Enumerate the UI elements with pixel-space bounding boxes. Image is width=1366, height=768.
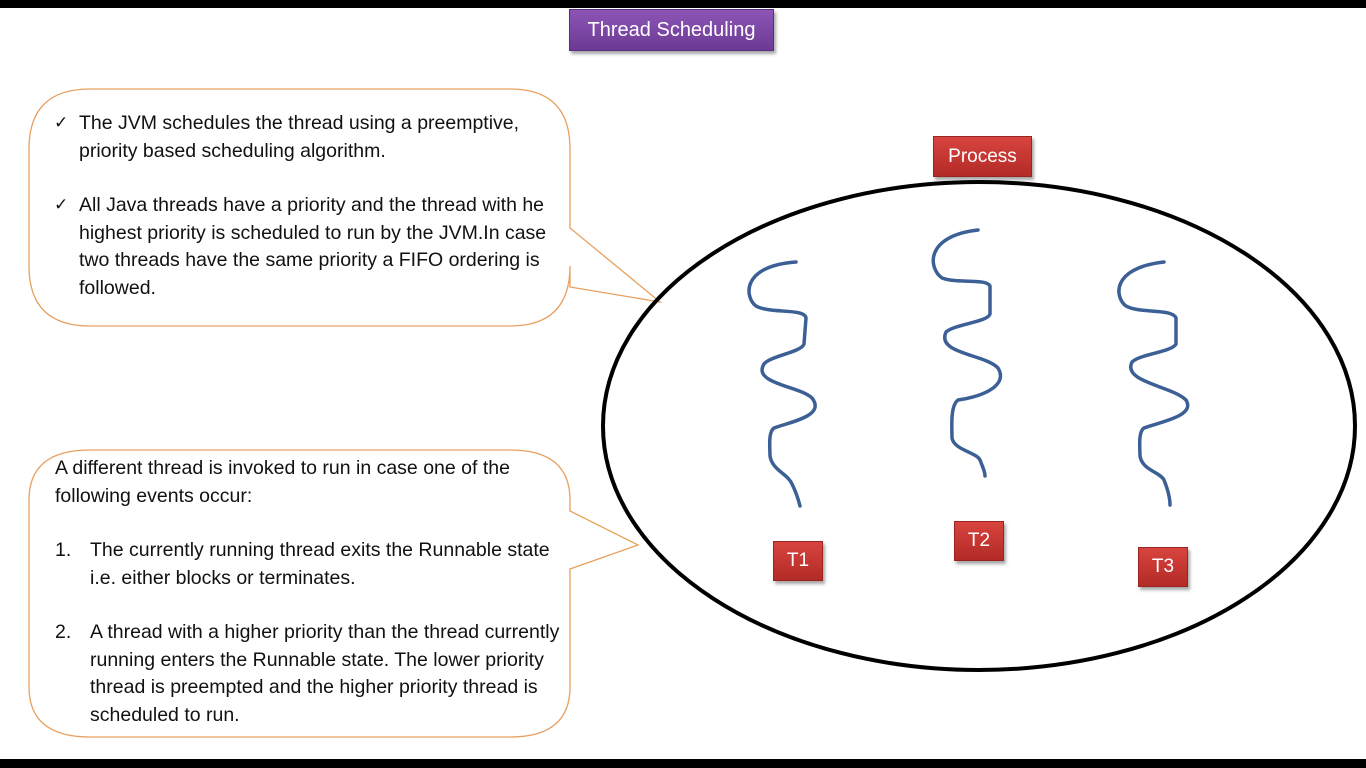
checkmark-icon: ✓ (54, 195, 69, 215)
list-number: 1. (55, 539, 72, 561)
thread-2-squiggle (931, 228, 1003, 478)
process-ellipse (601, 180, 1357, 672)
bullet-text: All Java threads have a priority and the… (79, 194, 547, 299)
list-text: A thread with a higher priority than the… (90, 621, 560, 726)
thread-1-squiggle (747, 260, 817, 508)
checkmark-icon: ✓ (54, 113, 69, 133)
bullet-item: ✓ All Java threads have a priority and t… (54, 192, 564, 302)
slide-title: Thread Scheduling (569, 9, 774, 51)
callout-top-text: ✓ The JVM schedules the thread using a p… (54, 110, 564, 329)
callout-bottom-text: A different thread is invoked to run in … (55, 455, 565, 756)
thread-3-squiggle (1117, 260, 1190, 507)
process-label: Process (933, 136, 1032, 177)
list-text: The currently running thread exits the R… (90, 539, 550, 589)
list-number: 2. (55, 621, 72, 643)
slide: Thread Scheduling Process T1 T2 T3 ✓ The… (0, 8, 1366, 759)
thread-label-t1: T1 (773, 541, 823, 581)
bullet-text: The JVM schedules the thread using a pre… (79, 112, 520, 162)
thread-label-t3: T3 (1138, 547, 1188, 587)
list-item: 1. The currently running thread exits th… (55, 537, 565, 592)
thread-label-t2: T2 (954, 521, 1004, 561)
bullet-item: ✓ The JVM schedules the thread using a p… (54, 110, 564, 165)
callout-bottom-bubble (28, 449, 640, 738)
callout-intro: A different thread is invoked to run in … (55, 457, 510, 507)
diagram-shapes (28, 88, 1357, 738)
callout-top-bubble (28, 88, 663, 327)
list-item: 2. A thread with a higher priority than … (55, 619, 565, 729)
